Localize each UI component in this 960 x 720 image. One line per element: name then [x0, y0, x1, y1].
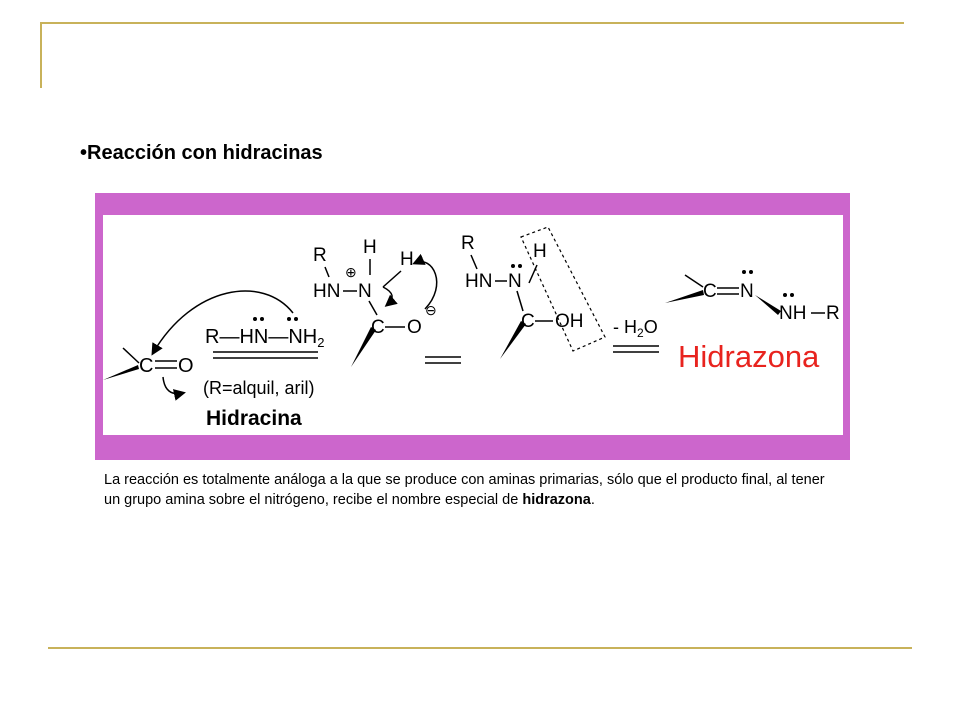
reaction-figure: C O R—HN—NH2 (R=alquil, aril) Hidracina — [95, 193, 850, 460]
int1-hn: HN — [313, 281, 340, 302]
product-name: Hidrazona — [678, 339, 820, 374]
lone-pair-dot — [294, 317, 298, 321]
reagent-chain: —HN—NH — [219, 326, 317, 348]
int2-hn: HN — [465, 271, 492, 292]
wedge-bond — [665, 290, 704, 303]
bond-line — [684, 274, 704, 288]
int2-oh: OH — [555, 311, 584, 332]
product-n: N — [740, 281, 754, 302]
hydrazone-product: C N NH R Hidrazona — [665, 270, 840, 374]
lone-pair-dot — [260, 317, 264, 321]
int2-r: R — [461, 233, 475, 254]
carbonyl-c: C — [139, 355, 153, 377]
lone-pair-dot — [253, 317, 257, 321]
product-c: C — [703, 281, 717, 302]
section-heading: •Reacción con hidracinas — [80, 142, 323, 165]
int1-r: R — [313, 245, 327, 266]
heading-bullet: • — [80, 142, 88, 164]
int1-h-side: H — [400, 249, 414, 270]
water-loss-subscript: 2 — [637, 326, 644, 340]
reagent-name: Hidracina — [206, 407, 302, 430]
caption-text: La reacción es totalmente análoga a la q… — [104, 472, 825, 508]
int2-c: C — [521, 311, 535, 332]
wedge-bond — [103, 365, 139, 380]
bond-line — [368, 300, 378, 316]
wedge-bond — [351, 327, 376, 367]
reaction-svg: C O R—HN—NH2 (R=alquil, aril) Hidracina — [103, 226, 840, 430]
water-loss-label: - H2O — [613, 317, 658, 340]
plus-charge: ⊕ — [345, 264, 357, 280]
int2-n: N — [508, 271, 522, 292]
intermediate-zwitterion: R H ⊕ H HN N C O ⊖ — [313, 237, 461, 367]
intermediate-carbinolamine: R H HN N C OH — [461, 226, 606, 359]
curved-arrow — [382, 286, 398, 307]
lone-pair-dot — [287, 317, 291, 321]
proton-transfer-arrow — [412, 253, 438, 310]
product-r: R — [826, 303, 840, 324]
reaction-scheme: C O R—HN—NH2 (R=alquil, aril) Hidracina — [103, 215, 843, 435]
bond-line — [324, 266, 330, 278]
caption-bold-term: hidrazona — [522, 492, 591, 508]
reagent-formula: R—HN—NH2 — [205, 326, 324, 350]
int1-o: O — [407, 317, 422, 338]
reagent-note: (R=alquil, aril) — [203, 378, 315, 398]
lone-pair-dot — [783, 293, 787, 297]
lone-pair-dot — [511, 264, 515, 268]
bond-line — [122, 347, 140, 364]
lone-pair-dot — [742, 270, 746, 274]
lone-pair-dot — [749, 270, 753, 274]
water-loss: - H2O — [613, 317, 659, 353]
top-rule — [40, 22, 904, 24]
reagent-r: R — [205, 326, 219, 348]
bottom-rule — [48, 647, 912, 649]
reagent-subscript: 2 — [317, 335, 324, 350]
int2-h: H — [533, 241, 547, 262]
bond-line — [528, 264, 538, 284]
water-elimination-box — [520, 226, 606, 352]
curved-arrow — [162, 376, 186, 401]
bond-line — [382, 270, 402, 288]
carbonyl-group: C O — [103, 347, 194, 401]
int1-c: C — [371, 317, 385, 338]
minus-charge: ⊖ — [425, 302, 437, 318]
attack-arrow — [151, 290, 294, 356]
bond-line — [470, 254, 478, 270]
heading-text: Reacción con hidracinas — [87, 142, 323, 164]
wedge-bond — [500, 321, 526, 359]
caption-end: . — [590, 492, 595, 508]
int1-n: N — [358, 281, 372, 302]
carbonyl-o: O — [178, 355, 194, 377]
hydrazine-reagent: R—HN—NH2 (R=alquil, aril) Hidracina — [203, 317, 324, 430]
caption-paragraph: La reacción es totalmente análoga a la q… — [104, 470, 844, 510]
bond-line — [516, 290, 524, 312]
int1-h-top: H — [363, 237, 377, 258]
lone-pair-dot — [790, 293, 794, 297]
lone-pair-dot — [518, 264, 522, 268]
left-rule — [40, 22, 42, 88]
water-loss-o: O — [644, 317, 658, 337]
water-loss-prefix: - H — [613, 317, 637, 337]
product-nh: NH — [779, 303, 806, 324]
wedge-bond — [755, 295, 781, 315]
